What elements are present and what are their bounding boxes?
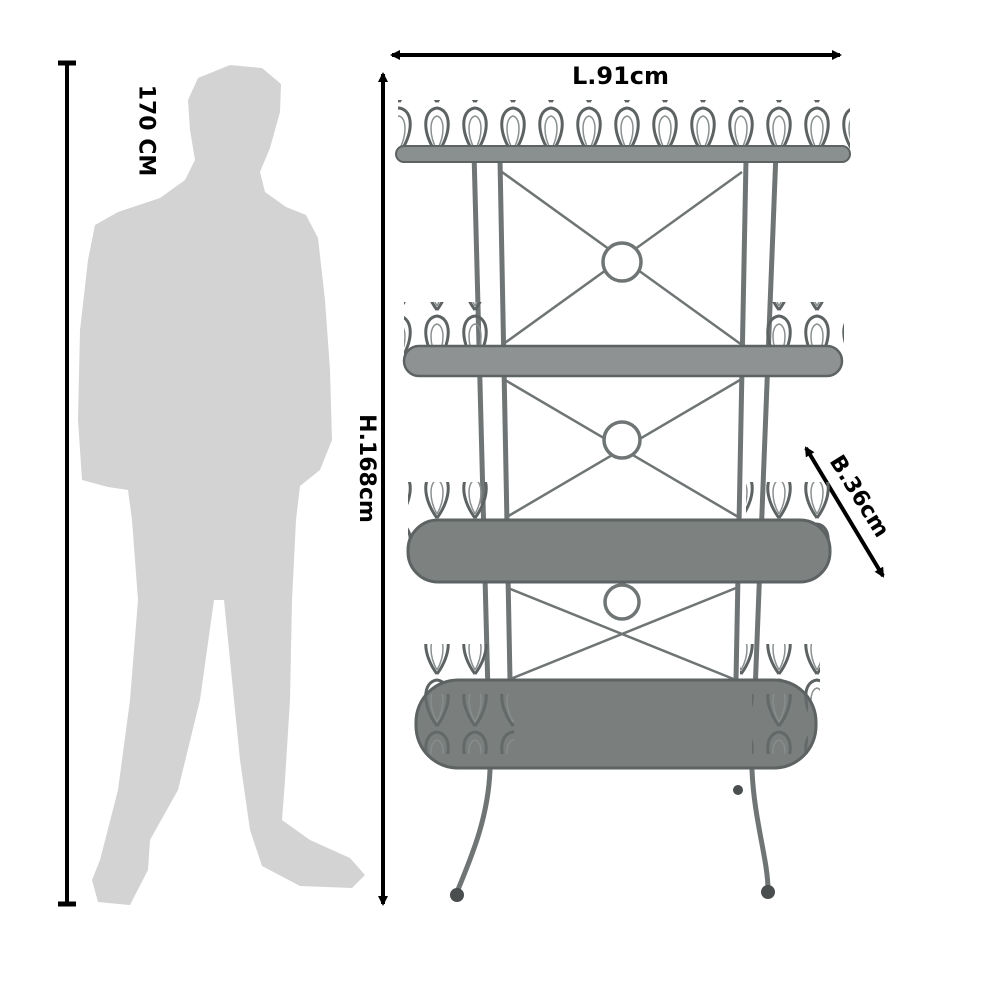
length-label: L.91cm xyxy=(572,62,670,90)
cross-braces xyxy=(501,170,743,682)
person-height-label: 170 CM xyxy=(133,84,159,177)
person-silhouette xyxy=(78,65,365,905)
person-height-bar xyxy=(58,60,76,907)
depth-arrow xyxy=(804,446,885,578)
height-label: H.168cm xyxy=(353,414,379,523)
shelf-3 xyxy=(406,482,832,584)
shelf-rack xyxy=(395,100,851,902)
rack-uprights xyxy=(454,151,779,893)
shelf-4 xyxy=(414,644,820,770)
shelf-2 xyxy=(402,302,844,378)
shelf-1 xyxy=(395,100,851,163)
